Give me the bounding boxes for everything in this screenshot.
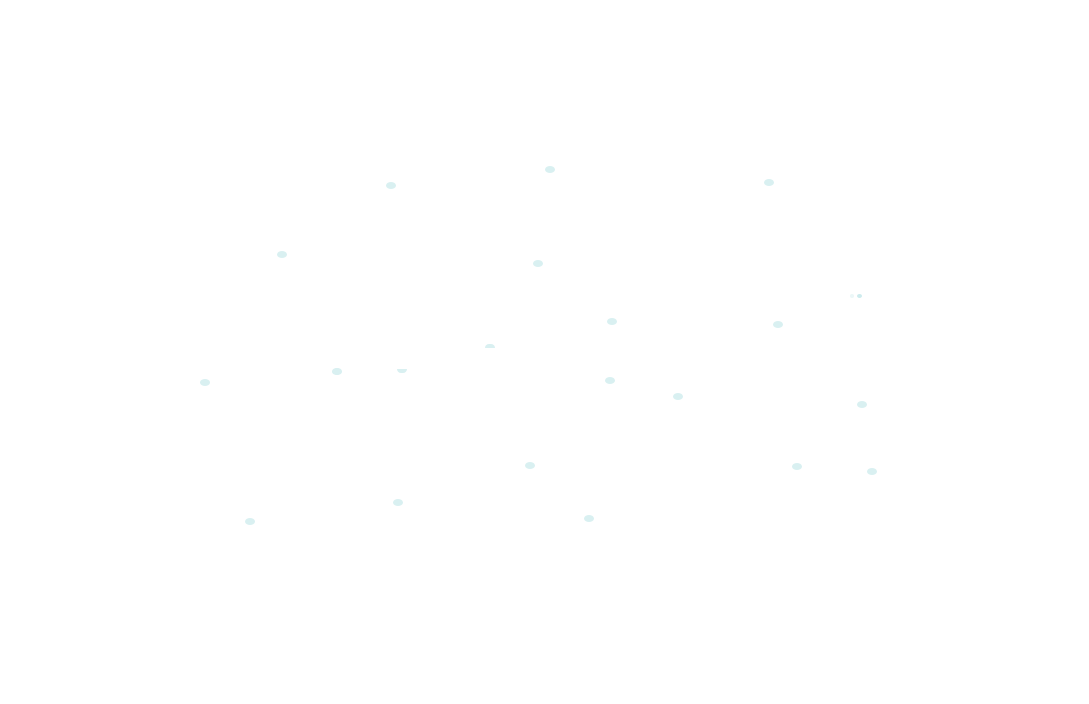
scatter-dot [584,514,594,522]
scatter-dot [792,462,802,470]
scatter-dot [200,378,210,386]
scatter-dot [857,400,867,408]
scatter-dot [773,320,783,328]
scatter-dot [525,461,535,469]
scatter-dot [332,367,342,375]
scatter-dot [533,259,543,267]
scatter-dot [245,517,255,525]
scatter-dot [277,250,287,258]
scatter-dot [850,294,854,298]
scatter-dot [393,498,403,506]
scatter-dot [607,317,617,325]
scatter-dot [856,294,862,298]
scatter-dot [605,376,615,384]
scatter-dot [867,467,877,475]
scatter-dot [485,344,495,348]
scatter-dot [386,181,396,189]
scatter-dot [545,165,555,173]
scatter-dot [397,369,407,373]
scatter-dot [764,178,774,186]
scatter-dot [673,392,683,400]
